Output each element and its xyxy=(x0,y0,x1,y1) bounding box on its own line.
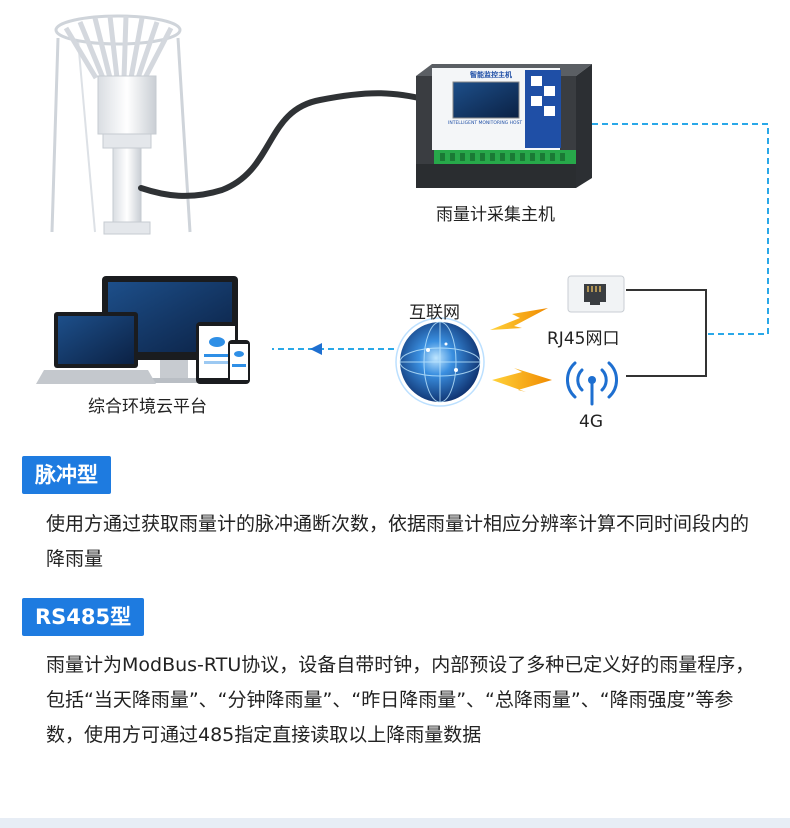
system-diagram: 智能监控主机 INTELLIGENT MONITORING HOST 雨量计采集… xyxy=(0,0,790,450)
antenna-4g-icon xyxy=(567,363,616,404)
section-text-pulse: 使用方通过获取雨量计的脉冲通断次数，依据雨量计相应分辨率计算不同时间段内的降雨量 xyxy=(46,507,761,577)
collection-host-device xyxy=(416,64,592,188)
section-title-pulse: 脉冲型 xyxy=(22,456,111,494)
diagram-canvas xyxy=(0,0,790,450)
section-text-rs485: 雨量计为ModBus-RTU协议，设备自带时钟，内部预设了多种已定义好的雨量程序… xyxy=(46,648,761,753)
internet-label: 互联网 xyxy=(409,298,460,323)
rain-gauge-illustration xyxy=(52,16,190,234)
platform-label: 综合环境云平台 xyxy=(88,392,207,417)
cloud-platform-devices xyxy=(36,276,250,384)
connection-bracket xyxy=(626,290,706,376)
g4-label: 4G xyxy=(579,412,603,432)
rj45-port-icon xyxy=(568,276,624,312)
footer-strip xyxy=(0,818,790,828)
internet-globe-icon xyxy=(396,318,484,406)
section-title-rs485: RS485型 xyxy=(22,598,144,636)
lightning-bolt-lower xyxy=(492,368,552,392)
host-label: 雨量计采集主机 xyxy=(436,200,555,225)
rj45-label: RJ45网口 xyxy=(547,324,619,349)
arrow-left-icon xyxy=(310,343,322,355)
lightning-bolt-upper xyxy=(490,308,548,330)
host-screen-title: 智能监控主机 xyxy=(470,70,512,80)
host-screen-subtitle: INTELLIGENT MONITORING HOST xyxy=(448,121,522,126)
